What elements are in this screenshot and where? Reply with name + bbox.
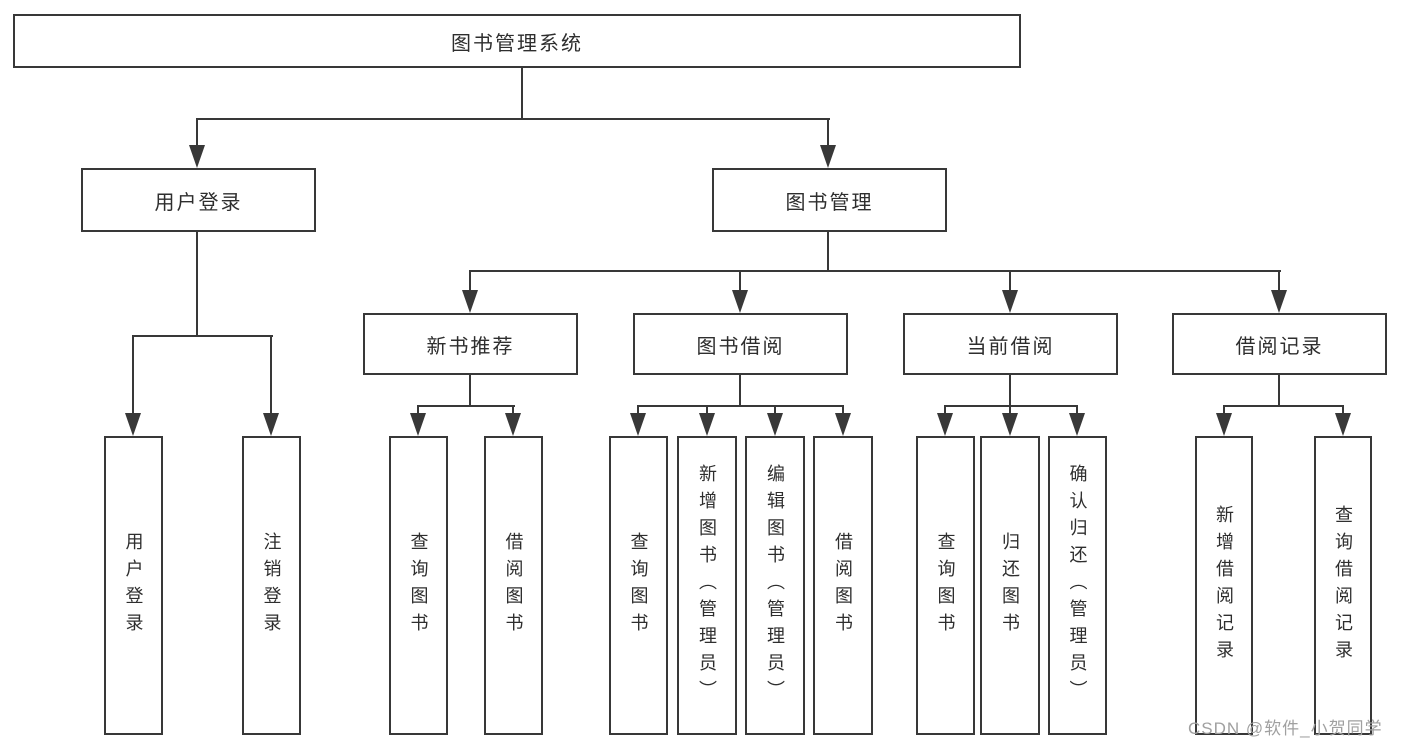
- arrowhead-down-icon: [767, 413, 783, 436]
- connector-line: [196, 118, 198, 145]
- arrowhead-down-icon: [462, 290, 478, 313]
- connector-line: [512, 405, 514, 413]
- leaf-label: 确认归还（管理员）: [1067, 464, 1088, 707]
- leaf-query-books-current: 查询图书: [916, 436, 975, 735]
- connector-line: [132, 335, 134, 413]
- connector-line: [945, 405, 1078, 407]
- leaf-query-books-recommend: 查询图书: [389, 436, 448, 735]
- arrowhead-down-icon: [630, 413, 646, 436]
- leaf-add-borrow-record: 新增借阅记录: [1195, 436, 1253, 735]
- connector-line: [1009, 270, 1011, 290]
- arrowhead-down-icon: [410, 413, 426, 436]
- leaf-label: 查询图书: [935, 531, 956, 640]
- connector-line: [469, 270, 471, 290]
- connector-line: [469, 270, 1281, 272]
- leaf-query-books-borrow: 查询图书: [609, 436, 668, 735]
- leaf-label: 借阅图书: [833, 531, 853, 640]
- node-label: 借阅记录: [1235, 335, 1324, 358]
- leaf-return-books: 归还图书: [980, 436, 1040, 735]
- node-user-login: 用户登录: [81, 168, 316, 232]
- arrowhead-down-icon: [820, 145, 836, 168]
- node-label: 新书推荐: [426, 335, 515, 358]
- leaf-label: 新增借阅记录: [1214, 504, 1234, 667]
- connector-line: [638, 405, 844, 407]
- leaf-label: 查询图书: [408, 531, 429, 640]
- leaf-edit-book-admin: 编辑图书（管理员）: [745, 436, 805, 735]
- arrowhead-down-icon: [505, 413, 521, 436]
- leaf-label: 查询借阅记录: [1333, 504, 1353, 667]
- node-label: 当前借阅: [966, 335, 1055, 358]
- connector-line: [774, 405, 776, 413]
- node-new-book-recommendation: 新书推荐: [363, 313, 578, 375]
- connector-line: [706, 405, 708, 413]
- connector-line: [418, 405, 515, 407]
- leaf-label: 借阅图书: [503, 531, 524, 640]
- connector-line: [1223, 405, 1225, 413]
- connector-line: [1342, 405, 1344, 413]
- arrowhead-down-icon: [1271, 290, 1287, 313]
- node-book-management: 图书管理: [712, 168, 947, 232]
- leaf-borrow-books-recommend: 借阅图书: [484, 436, 543, 735]
- node-current-borrowing: 当前借阅: [903, 313, 1118, 375]
- arrowhead-down-icon: [1216, 413, 1232, 436]
- connector-line: [739, 270, 741, 290]
- connector-line: [739, 375, 741, 405]
- leaf-label: 编辑图书（管理员）: [765, 464, 785, 707]
- connector-line: [1223, 405, 1344, 407]
- node-book-borrowing: 图书借阅: [633, 313, 848, 375]
- connector-line: [842, 405, 844, 413]
- node-library-management-system: 图书管理系统: [13, 14, 1021, 68]
- arrowhead-down-icon: [732, 290, 748, 313]
- node-label: 图书借阅: [696, 335, 785, 358]
- arrowhead-down-icon: [189, 145, 205, 168]
- connector-line: [197, 118, 830, 120]
- arrowhead-down-icon: [1002, 290, 1018, 313]
- leaf-label: 归还图书: [1000, 531, 1020, 640]
- arrowhead-down-icon: [1069, 413, 1085, 436]
- connector-line: [827, 118, 829, 145]
- connector-line: [944, 405, 946, 413]
- leaf-label: 注销登录: [261, 531, 282, 640]
- connector-line: [469, 375, 471, 405]
- leaf-logout-login: 注销登录: [242, 436, 301, 735]
- connector-line: [1278, 375, 1280, 405]
- leaf-user-login: 用户登录: [104, 436, 163, 735]
- connector-line: [1009, 405, 1011, 413]
- leaf-add-book-admin: 新增图书（管理员）: [677, 436, 737, 735]
- connector-line: [1009, 375, 1011, 405]
- connector-line: [1076, 405, 1078, 413]
- leaf-query-borrow-record: 查询借阅记录: [1314, 436, 1372, 735]
- arrowhead-down-icon: [125, 413, 141, 436]
- arrowhead-down-icon: [1335, 413, 1351, 436]
- connector-line: [417, 405, 419, 413]
- node-label: 用户登录: [154, 191, 243, 214]
- connector-line: [521, 68, 523, 118]
- node-label: 图书管理系统: [451, 32, 583, 55]
- arrowhead-down-icon: [835, 413, 851, 436]
- node-borrowing-records: 借阅记录: [1172, 313, 1387, 375]
- arrowhead-down-icon: [1002, 413, 1018, 436]
- leaf-label: 新增图书（管理员）: [697, 464, 717, 707]
- leaf-confirm-return-admin: 确认归还（管理员）: [1048, 436, 1107, 735]
- arrowhead-down-icon: [937, 413, 953, 436]
- leaf-label: 用户登录: [123, 531, 144, 640]
- arrowhead-down-icon: [699, 413, 715, 436]
- connector-line: [1278, 270, 1280, 290]
- connector-line: [270, 335, 272, 413]
- arrowhead-down-icon: [263, 413, 279, 436]
- connector-line: [132, 335, 273, 337]
- connector-line: [827, 232, 829, 270]
- connector-line: [637, 405, 639, 413]
- connector-line: [196, 232, 198, 335]
- leaf-label: 查询图书: [628, 531, 649, 640]
- watermark: CSDN @软件_小贺同学: [1188, 719, 1383, 738]
- node-label: 图书管理: [785, 191, 874, 214]
- leaf-borrow-books: 借阅图书: [813, 436, 873, 735]
